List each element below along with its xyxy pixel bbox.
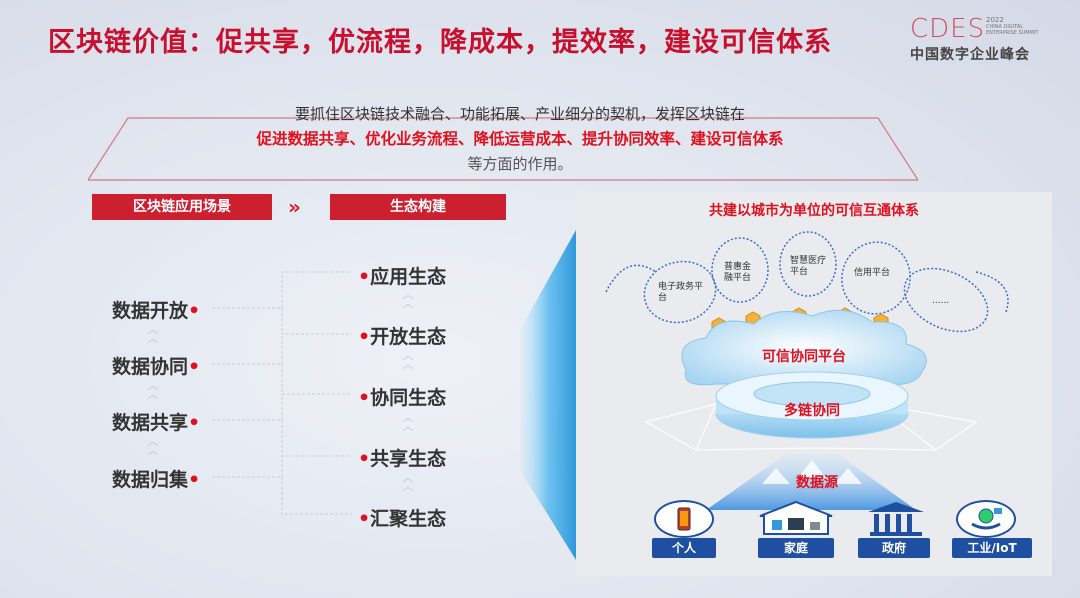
intro-line-3: 等方面的作用。 xyxy=(467,155,573,173)
chevron-up-icon: ︿︿ xyxy=(402,288,414,310)
home-icon xyxy=(758,500,833,535)
source-home: 家庭 xyxy=(758,538,834,558)
scene-tag: 区块链应用场景 xyxy=(92,194,272,220)
data-item-label: 数据归集 xyxy=(112,469,189,491)
eco-item-app: •应用生态 xyxy=(358,266,447,288)
logo-mark: CDES xyxy=(910,14,986,44)
logo-cn: 中国数字企业峰会 xyxy=(910,47,1030,63)
platform-more: ...... xyxy=(932,296,950,306)
platform-finance: 普惠金融平台 xyxy=(724,262,752,283)
eco-item-label: 汇聚生态 xyxy=(370,508,447,530)
panel-title: 共建以城市为单位的可信互通体系 xyxy=(709,203,919,219)
eco-item-label: 应用生态 xyxy=(370,266,447,288)
panel-diagram xyxy=(605,231,1009,510)
government-icon xyxy=(866,500,924,536)
source-government: 政府 xyxy=(858,538,930,558)
chevron-up-icon: ︿︿ xyxy=(402,349,414,371)
data-item-open: 数据开放• xyxy=(112,300,201,322)
intro-triangle xyxy=(88,117,918,182)
logo-sub: CHINA DIGITAL ENTERPRISE SUMMIT xyxy=(986,24,1039,36)
intro-text: 要抓住区块链技术融合、功能拓展、产业细分的契机，发挥区块链在 促进数据共享、优化… xyxy=(150,102,890,177)
chevron-up-icon: ︿︿ xyxy=(147,379,159,401)
data-item-label: 数据协同 xyxy=(112,356,189,378)
chevron-up-icon: ︿︿ xyxy=(402,471,414,493)
eco-item-share: •共享生态 xyxy=(358,448,447,470)
trust-system-panel: 共建以城市为单位的可信互通体系 xyxy=(576,192,1052,576)
page-title: 区块链价值：促共享，优流程，降成本，提效率，建设可信体系 xyxy=(48,27,832,58)
eco-item-collect: •汇聚生态 xyxy=(358,508,447,530)
platform-egov: 电子政务平台 xyxy=(658,282,704,303)
source-industry-iot: 工业/IoT xyxy=(952,538,1032,558)
data-source-label: 数据源 xyxy=(796,475,838,491)
data-item-label: 数据开放 xyxy=(112,300,189,322)
multi-chain-label: 多链协同 xyxy=(784,403,840,419)
data-item-share: 数据共享• xyxy=(112,412,201,434)
logo-year: 2022 xyxy=(986,16,1004,24)
cloud-platform-label: 可信协同平台 xyxy=(762,349,846,365)
eco-item-label: 协同生态 xyxy=(370,387,447,409)
platform-credit: 信用平台 xyxy=(854,268,891,278)
eco-item-open: •开放生态 xyxy=(358,326,447,348)
double-arrow-icon: » xyxy=(288,195,301,219)
data-item-label: 数据共享 xyxy=(112,412,189,434)
person-icon xyxy=(654,500,714,538)
eco-item-label: 开放生态 xyxy=(370,326,447,348)
intro-line-1: 要抓住区块链技术融合、功能拓展、产业细分的契机，发挥区块链在 xyxy=(294,105,745,123)
data-item-collab: 数据协同• xyxy=(112,356,201,378)
eco-item-label: 共享生态 xyxy=(370,448,447,470)
platform-health: 智慧医疗平台 xyxy=(790,256,827,277)
eco-item-collab: •协同生态 xyxy=(358,387,447,409)
source-personal: 个人 xyxy=(652,538,716,558)
data-item-collect: 数据归集• xyxy=(112,469,201,491)
chevron-up-icon: ︿︿ xyxy=(147,323,159,345)
eco-tag: 生态构建 xyxy=(330,194,506,220)
chevron-up-icon: ︿︿ xyxy=(402,411,414,433)
chevron-up-icon: ︿︿ xyxy=(147,435,159,457)
intro-line-2: 促进数据共享、优化业务流程、降低运营成本、提升协同效率、建设可信体系 xyxy=(256,130,784,148)
cdes-logo: CDES 2022 CHINA DIGITAL ENTERPRISE SUMMI… xyxy=(910,14,1040,64)
iot-icon xyxy=(956,500,1016,538)
